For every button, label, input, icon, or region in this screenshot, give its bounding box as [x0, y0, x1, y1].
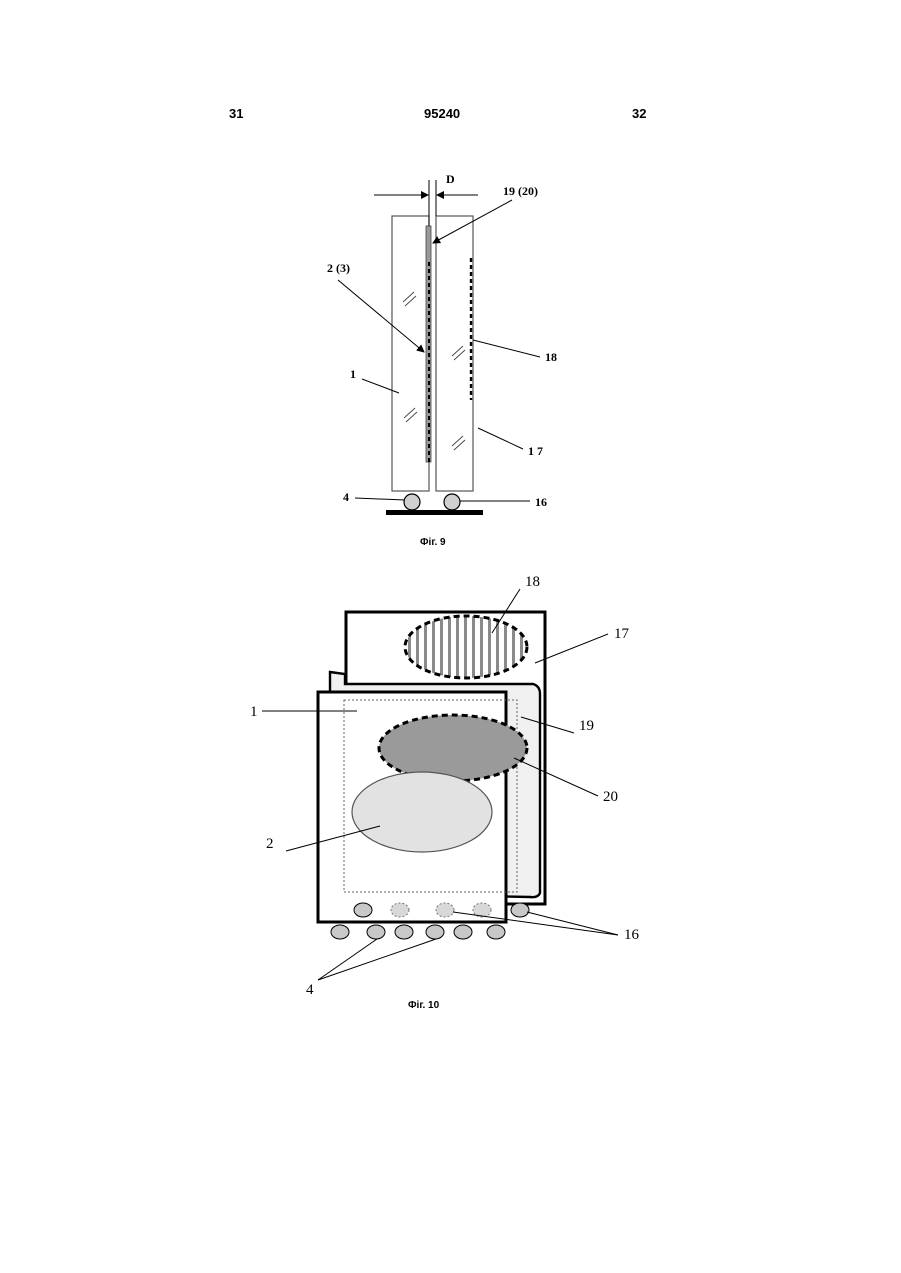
label-18: 18	[545, 350, 557, 364]
label-16: 16	[624, 927, 640, 943]
leader-4-a	[318, 939, 377, 980]
figure-10-caption: Фіг. 10	[408, 1000, 439, 1011]
label-2-3: 2 (3)	[327, 261, 350, 275]
coating-18-ellipse	[405, 616, 527, 678]
label-17: 17	[614, 626, 630, 642]
leader-18	[473, 340, 540, 357]
label-20: 20	[603, 789, 618, 805]
base-plate	[386, 510, 483, 515]
coating-20-ellipse	[379, 715, 527, 781]
figure-10: 18 17 1 19 20 2 16 4	[250, 574, 640, 998]
roller-4	[404, 494, 420, 510]
label-1: 1	[350, 367, 356, 381]
coating-2-ellipse	[352, 772, 492, 852]
leader-17	[478, 428, 523, 449]
label-2: 2	[266, 836, 274, 852]
roller-16	[444, 494, 460, 510]
label-4: 4	[306, 982, 314, 998]
label-19: 19	[579, 718, 594, 734]
label-16: 16	[535, 495, 547, 509]
label-17: 1 7	[528, 444, 543, 458]
label-18: 18	[525, 574, 540, 590]
leader-4	[355, 498, 405, 500]
label-1: 1	[250, 704, 258, 720]
label-19-20: 19 (20)	[503, 184, 538, 198]
leader-16-b	[527, 912, 618, 935]
label-d: D	[446, 172, 455, 186]
rollers-4	[331, 925, 505, 939]
figure-9: D 19 (20) 2 (3) 18 1 1 7 4 16	[327, 172, 557, 515]
leader-4-b	[318, 939, 436, 980]
label-4: 4	[343, 490, 349, 504]
figure-9-caption: Фіг. 9	[420, 537, 446, 548]
glass-pane-1	[392, 216, 429, 491]
